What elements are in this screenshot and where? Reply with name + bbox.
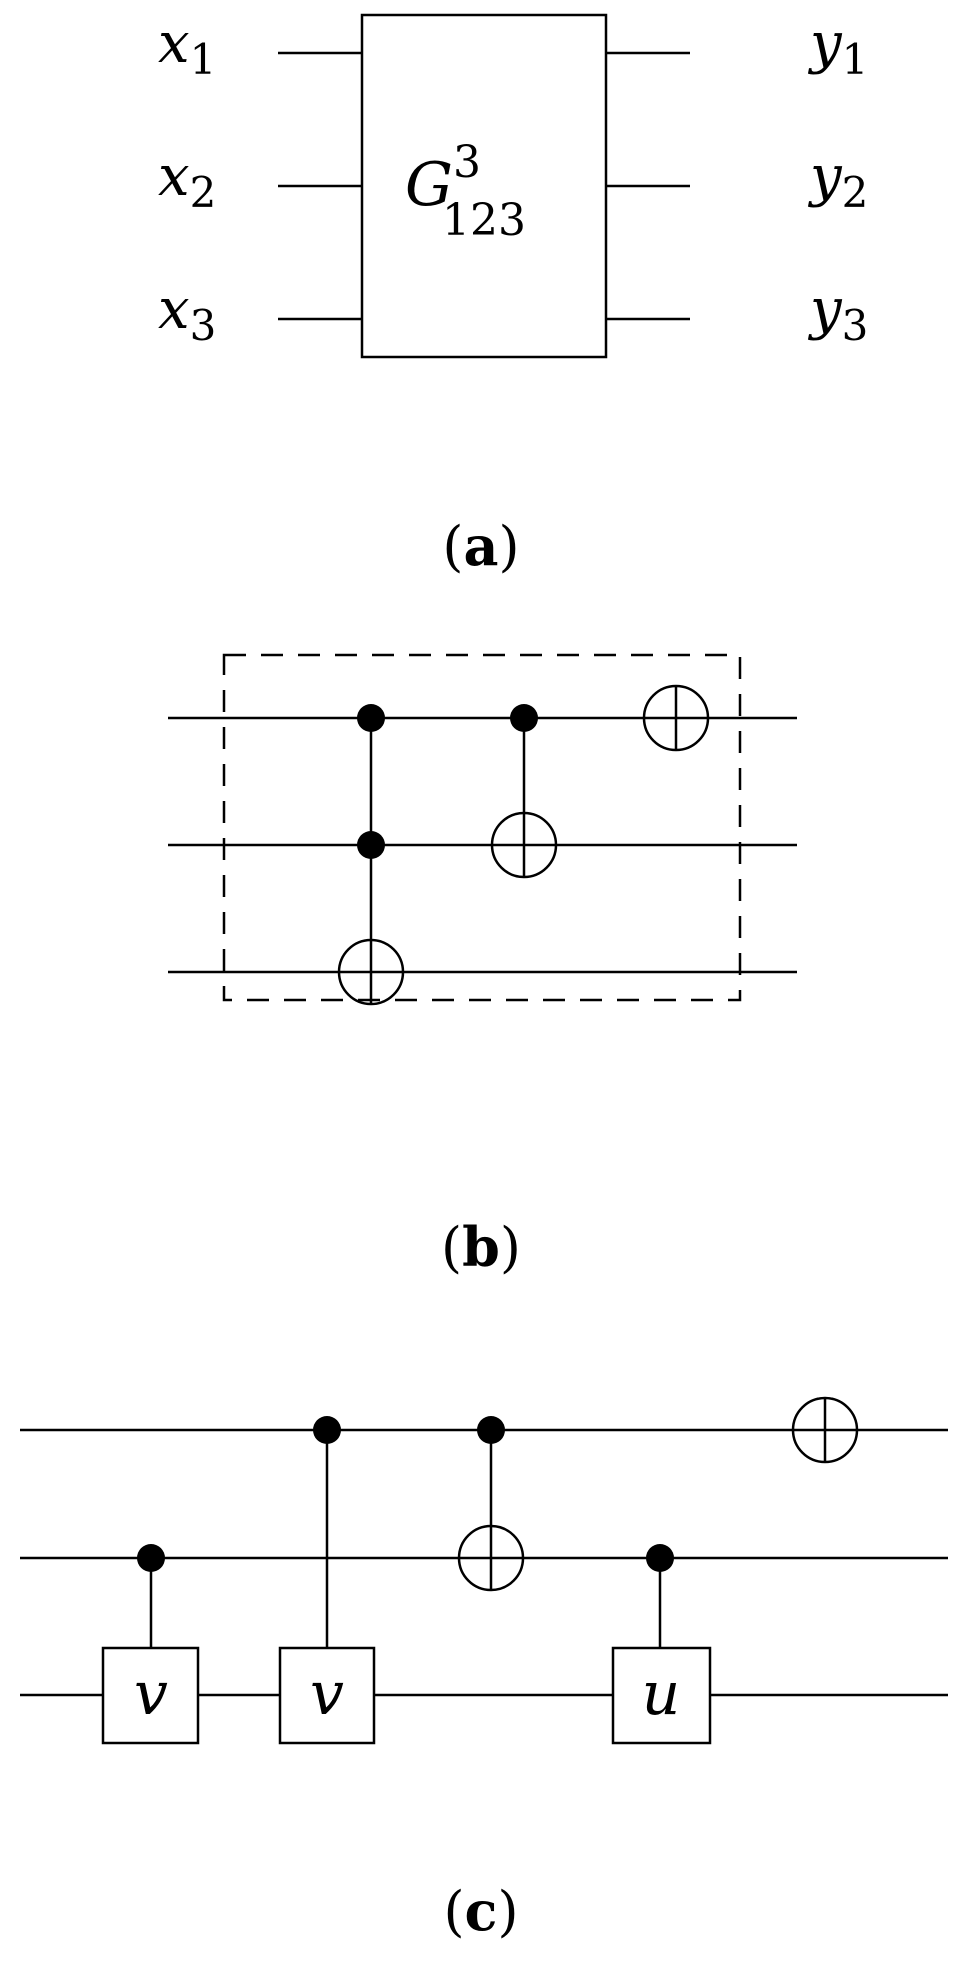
toffoli-target-oplus (337, 938, 405, 1006)
gate-g123-subscript: 123 (442, 195, 526, 246)
cnot-target-oplus (490, 811, 558, 879)
panel-b: (b) (168, 653, 797, 1279)
gate-u-box (611, 1646, 712, 1745)
toffoli-control-dot-1 (357, 704, 385, 732)
dashed-group-box (222, 653, 742, 1002)
input-label-x2: x2 (158, 144, 216, 217)
gate-u-label: u (642, 1659, 681, 1729)
gate-g123-box (360, 13, 608, 359)
gate-v-label-1: v (134, 1659, 168, 1729)
cv2-control-dot (313, 1416, 341, 1444)
caption-b: (b) (441, 1215, 521, 1279)
cnot-c-control-dot (477, 1416, 505, 1444)
gate-v-box-2 (278, 1646, 376, 1745)
panel-c: v v u (c) (20, 1396, 948, 1943)
input-label-x1: x1 (158, 11, 216, 84)
input-label-x3: x3 (158, 277, 216, 350)
cv1-control-dot (137, 1544, 165, 1572)
cu-control-dot (646, 1544, 674, 1572)
gate-g123-label: G3 (405, 137, 481, 220)
toffoli-control-dot-2 (357, 831, 385, 859)
output-label-y3: y3 (807, 277, 868, 350)
gate-v-box-1 (101, 1646, 200, 1745)
cnot-c-target-oplus (457, 1524, 525, 1592)
cnot-control-dot (510, 704, 538, 732)
output-label-y1: y1 (807, 11, 868, 84)
panel-a: x1 x2 x3 G3 123 y1 y2 y3 (158, 11, 868, 578)
caption-c: (c) (443, 1879, 518, 1943)
output-label-y2: y2 (807, 144, 868, 217)
gate-v-label-2: v (310, 1659, 344, 1729)
caption-a: (a) (442, 514, 519, 578)
